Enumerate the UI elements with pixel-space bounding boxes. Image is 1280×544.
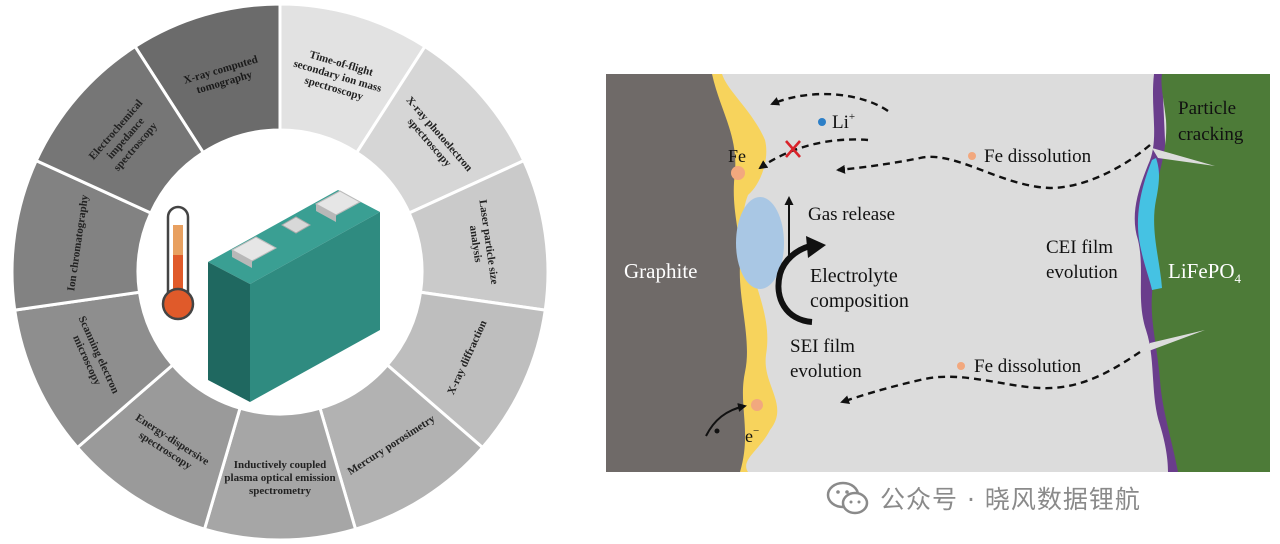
cei-label-1: CEI film (1046, 237, 1113, 258)
electron-arrow (705, 403, 747, 437)
watermark: 公众号 · 晓风数据锂航 (826, 478, 1141, 518)
crack-top (1152, 148, 1215, 166)
cei-layer (1137, 158, 1162, 290)
gas-release-label: Gas release (808, 204, 895, 225)
lifepo4-label: LiFePO4 (1168, 259, 1242, 286)
gas-bubble (736, 197, 784, 289)
fe-label: Fe (728, 146, 746, 166)
blocked-cross-icon (785, 140, 801, 158)
li-ion-dot (818, 118, 826, 126)
particle-cracking-label-2: cracking (1178, 124, 1244, 145)
watermark-text: 公众号 · 晓风数据锂航 (880, 485, 1141, 514)
thermometer-icon (161, 205, 195, 321)
electrolyte-label-2: composition (810, 290, 909, 312)
sei-label-2: evolution (790, 361, 862, 382)
battery-cell-icon (208, 190, 380, 402)
fe-dot-bottom (957, 362, 965, 370)
fe-particle (731, 166, 745, 180)
wheel-segments (10, 2, 550, 542)
particle-cracking-label-1: Particle (1178, 98, 1236, 119)
electrolyte-label-1: Electrolyte (810, 265, 898, 287)
electron-label: e− (745, 425, 759, 446)
sei-label-1: SEI film (790, 336, 855, 357)
electron-particle (751, 399, 763, 411)
electrolyte-arrowhead (806, 236, 826, 258)
li-ion-label: Li+ (832, 111, 855, 133)
lifepo4-cathode (1149, 74, 1270, 472)
characterization-wheel: X-ray computedtomographyTime-of-flightse… (10, 2, 550, 542)
fe-dot-top (968, 152, 976, 160)
crack-bottom (1146, 330, 1205, 352)
fe-dissolution-bottom-label: Fe dissolution (974, 356, 1082, 377)
wechat-icon (826, 481, 869, 515)
graphite-electrode (606, 74, 747, 472)
migration-arrows (758, 92, 1151, 405)
graphite-label: Graphite (624, 259, 697, 283)
fe-dissolution-top-label: Fe dissolution (984, 146, 1092, 167)
cei-label-2: evolution (1046, 262, 1118, 283)
electron-dot (714, 428, 720, 434)
electrolyte-cycle-arrow (775, 243, 813, 325)
